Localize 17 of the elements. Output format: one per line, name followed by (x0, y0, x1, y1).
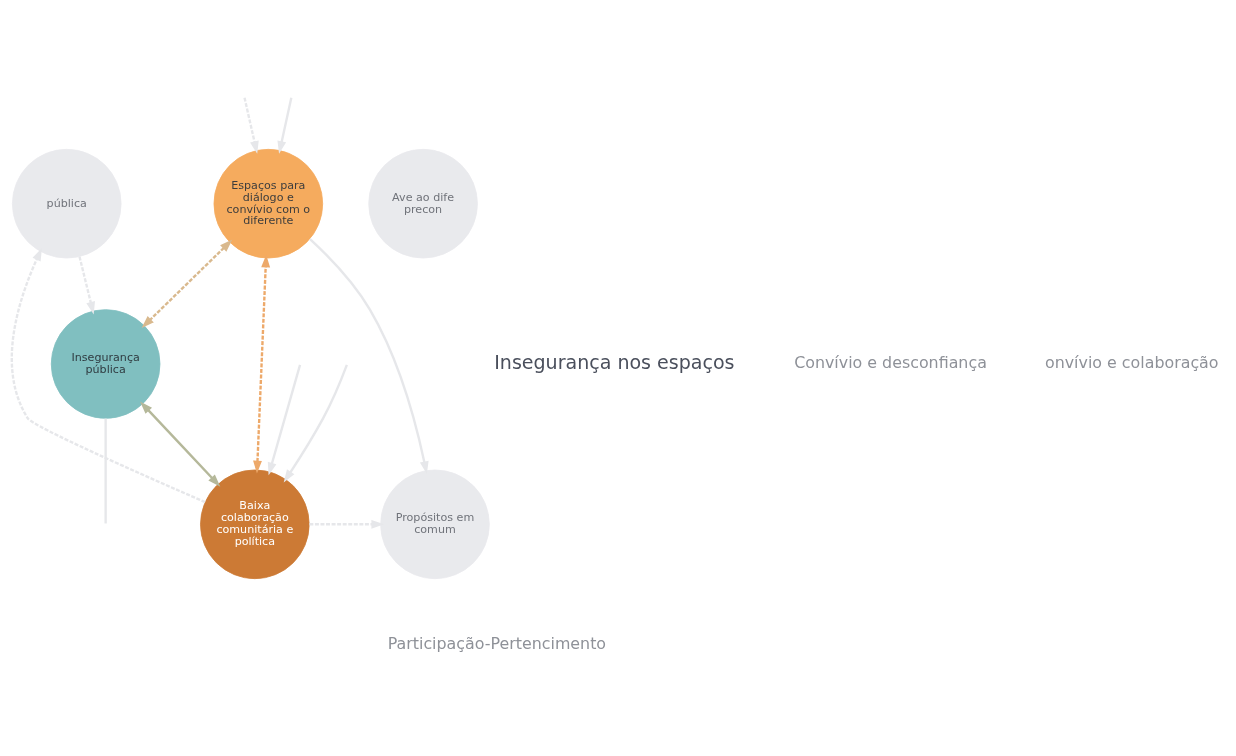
arrow (78, 256, 95, 315)
node-circle: Espaços para diálogo e convívio com o diferente (213, 148, 324, 259)
arrow (253, 254, 271, 474)
arrow (243, 97, 259, 154)
arrow (140, 401, 221, 487)
node-circle: pública (12, 148, 122, 259)
node-circle: Propósitos em comum (380, 469, 490, 580)
node-circle: Insegurança pública (50, 309, 161, 419)
label: Participação-Pertencimento (387, 633, 607, 653)
arrow (277, 97, 293, 154)
label: Insegurança nos espaços (494, 350, 735, 373)
arrow (141, 239, 233, 329)
arrow (267, 364, 302, 476)
arrow (10, 248, 206, 504)
label: onvívio e colaboração (1044, 352, 1219, 372)
arrow (283, 364, 348, 483)
label: Convívio e desconfiança (794, 352, 987, 372)
